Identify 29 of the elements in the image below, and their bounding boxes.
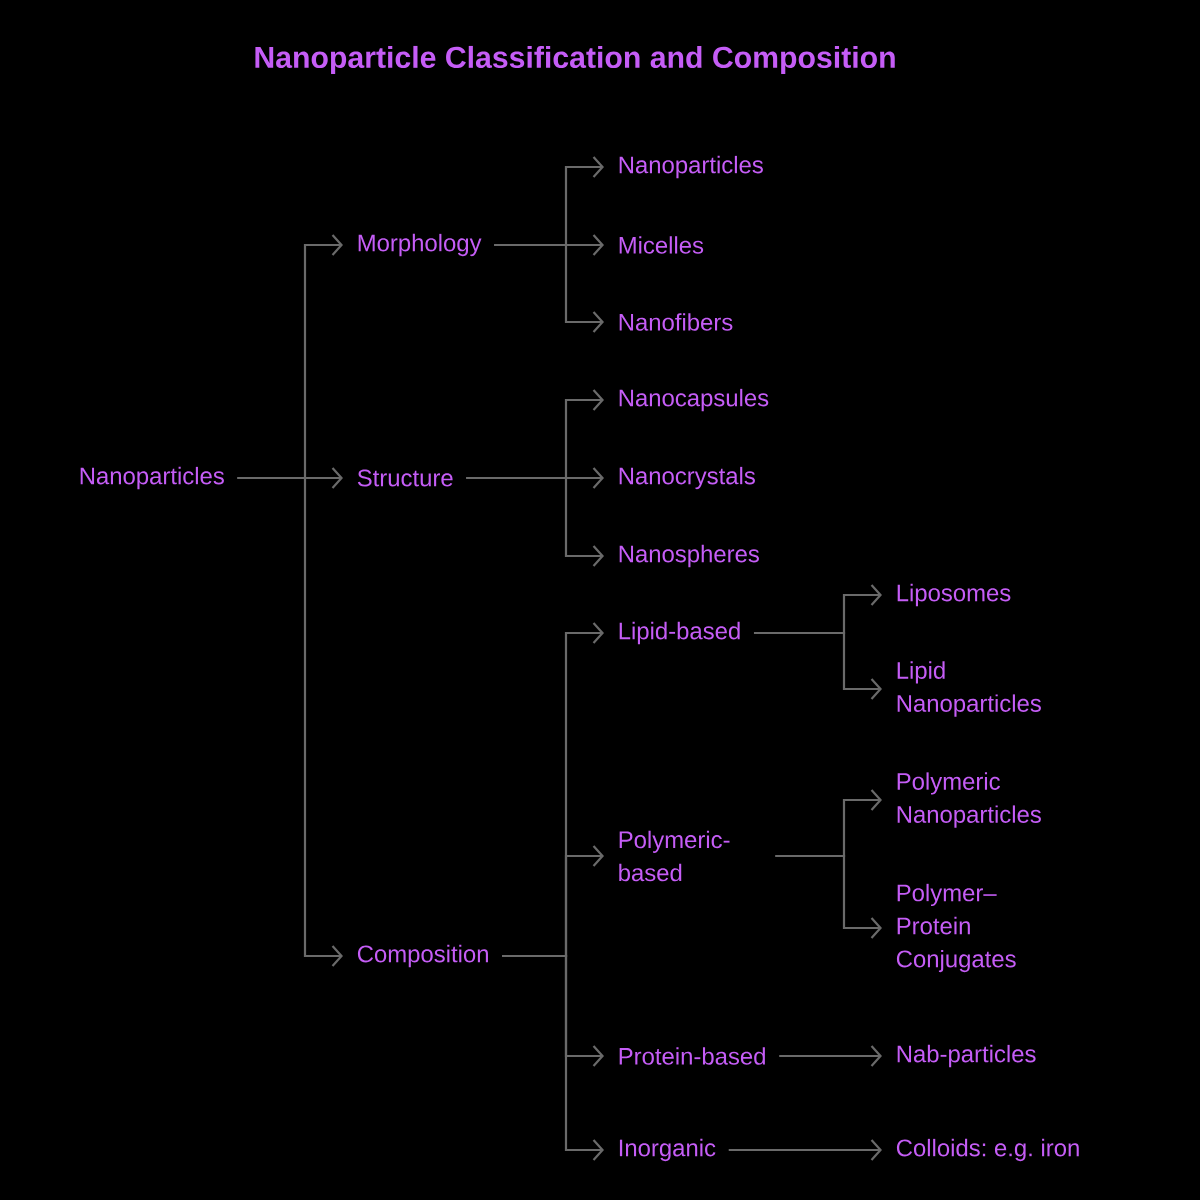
tree-label: Polymeric-based [619, 830, 730, 882]
tree-label: Nanocapsules [619, 388, 769, 412]
title: Nanoparticle Classification and Composition [255, 45, 895, 75]
arrow [775, 854, 882, 939]
tree-label: Nanocrystals [619, 466, 755, 490]
arrow [494, 243, 604, 333]
arrow [466, 476, 604, 567]
tree-label: Morphology [358, 233, 482, 257]
tree-label: Nanoparticles [80, 466, 224, 490]
tree-label: Protein-based [619, 1047, 765, 1065]
tree-label: Inorganic [619, 1138, 716, 1162]
tree-label: Polymer–Protein Conjugates [896, 883, 1016, 973]
tree-label: Polymeric Nanoparticles [897, 772, 1041, 828]
tree-label: Nanospheres [619, 544, 759, 568]
arrow [753, 631, 882, 700]
tree-label: Nab-particles [897, 1044, 1036, 1068]
arrow [237, 476, 343, 967]
tree-label: Composition [357, 944, 488, 968]
arrow [728, 1139, 882, 1161]
tree-label: Liposomes [897, 583, 1011, 607]
tree-label: Micelles [619, 236, 704, 254]
tree-label: Structure [357, 469, 453, 487]
tree-label: Lipid Nanoparticles [897, 661, 1041, 717]
tree-label: Colloids: e.g. iron [896, 1138, 1079, 1162]
tree-label: Nanoparticles [619, 155, 763, 179]
arrow [779, 1045, 882, 1067]
tree-label: Lipid-based [619, 621, 740, 645]
tree-label: Nanofibers [619, 313, 733, 331]
arrow [502, 954, 604, 1161]
